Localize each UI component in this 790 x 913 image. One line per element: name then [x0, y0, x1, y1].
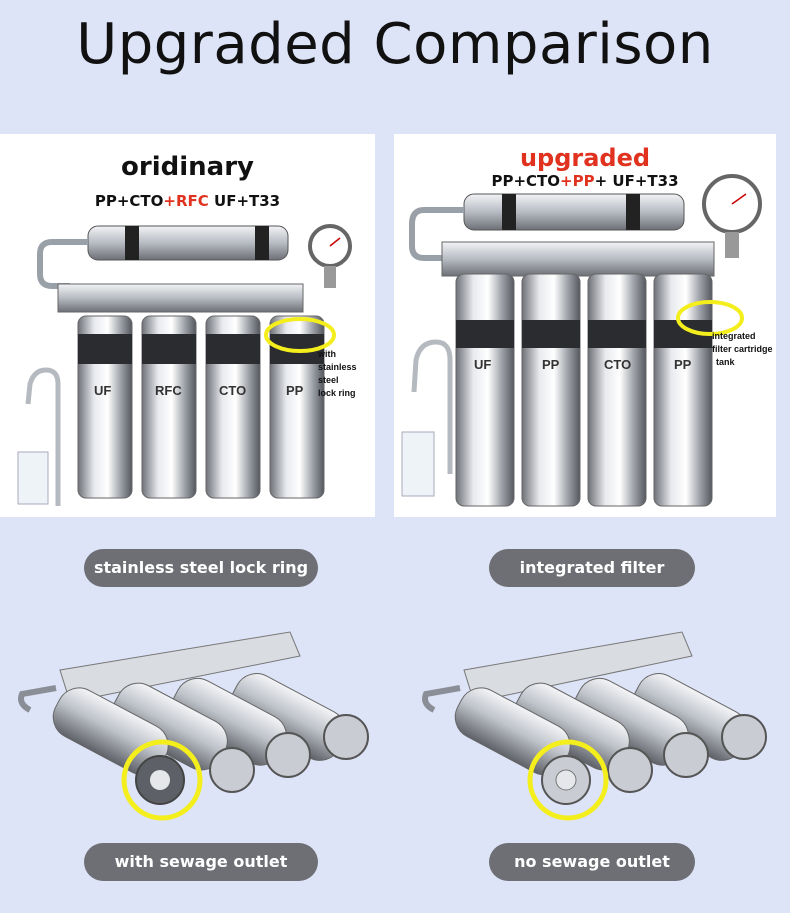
no-sewage-outlet-cartridge-illustration: [422, 631, 767, 821]
cartridge-label-1: UF: [474, 357, 492, 372]
integrated-filter-label-pill: integrated filter: [489, 549, 695, 587]
ordinary-heading: oridinary: [121, 152, 254, 182]
no-sewage-outlet-label-pill: no sewage outlet: [489, 843, 695, 881]
cartridge-label-3: CTO: [219, 383, 247, 398]
note-line-3: tank: [716, 357, 735, 367]
cartridge-label-2: PP: [542, 357, 560, 372]
page-title: Upgraded Comparison: [76, 12, 714, 77]
note-line-2: filter cartridge: [712, 344, 773, 354]
lock-ring-label-pill: stainless steel lock ring: [84, 549, 318, 587]
ordinary-product-panel: oridinary PP+CTO+RFC UF+T33 with stainle…: [0, 134, 375, 517]
formula-part-a: PP+CTO: [94, 192, 164, 210]
upgraded-filter-illustration: [401, 174, 762, 507]
upgraded-product-panel: upgraded PP+CTO+PP+ UF+T33 integrated fi…: [394, 134, 776, 517]
sewage-outlet-label-pill: with sewage outlet: [84, 843, 318, 881]
formula-part-b: +PP: [560, 172, 595, 190]
formula-part-c: + UF+T33: [594, 172, 679, 190]
ordinary-note: with stainless steel lock ring: [318, 348, 375, 400]
ordinary-formula: PP+CTO+RFC UF+T33: [0, 192, 375, 210]
note-line-1: integrated: [712, 331, 756, 341]
upgraded-note: integrated filter cartridge tank: [712, 330, 773, 369]
cartridge-label-1: UF: [94, 383, 112, 398]
cartridge-label-4: PP: [286, 383, 304, 398]
sewage-outlet-cartridge-illustration: [18, 631, 369, 821]
formula-part-c: UF+T33: [208, 192, 281, 210]
cartridge-label-4: PP: [674, 357, 692, 372]
upgraded-heading: upgraded: [519, 144, 651, 172]
cartridge-label-3: CTO: [604, 357, 632, 372]
note-line-1: with stainless steel: [318, 349, 357, 385]
upgraded-formula: PP+CTO+PP+ UF+T33: [394, 172, 776, 190]
note-line-2: lock ring: [318, 388, 356, 398]
cartridge-label-2: RFC: [155, 383, 182, 398]
formula-part-a: PP+CTO: [491, 172, 561, 190]
ordinary-filter-illustration: [17, 224, 352, 506]
formula-part-b: +RFC: [163, 192, 209, 210]
